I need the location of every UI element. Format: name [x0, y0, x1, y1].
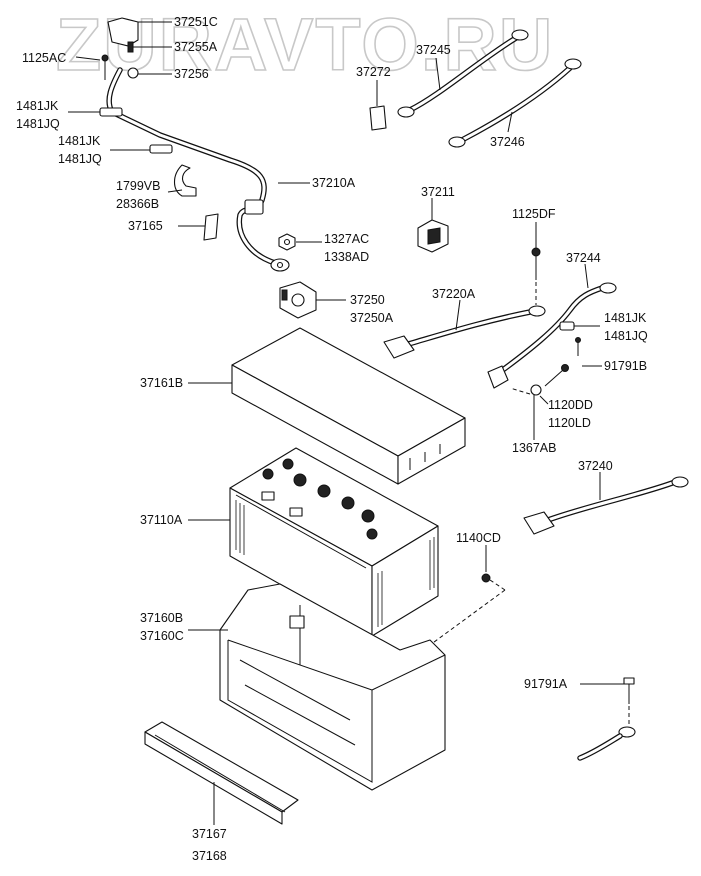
- label-1481jq-1: 1481JQ: [16, 117, 60, 131]
- label-37160c: 37160C: [140, 629, 184, 643]
- label-37250a: 37250A: [350, 311, 394, 325]
- fastener-group: [509, 337, 581, 396]
- label-37272: 37272: [356, 65, 391, 79]
- positive-cable-assembly: [99, 17, 296, 272]
- battery-37110a: [229, 447, 439, 637]
- label-37220a: 37220A: [432, 287, 476, 301]
- ground-strap-37246: [448, 58, 582, 148]
- label-37211: 37211: [421, 185, 455, 199]
- label-1327ac: 1327AC: [324, 232, 369, 246]
- nut-part: [127, 67, 139, 79]
- bolt-91791a: [577, 677, 636, 761]
- battery-cover-37161b: [231, 327, 466, 485]
- label-37161b: 37161B: [140, 376, 183, 390]
- terminal-cover-part: [107, 17, 139, 47]
- label-1481jk-2: 1481JK: [58, 134, 101, 148]
- label-37255a: 37255A: [174, 40, 218, 54]
- label-37210a: 37210A: [312, 176, 356, 190]
- ground-strap-37245: [397, 29, 529, 118]
- battery-cable-37244: [487, 282, 617, 389]
- label-1125ac: 1125AC: [22, 51, 66, 65]
- label-37168: 37168: [192, 849, 227, 863]
- label-1140cd: 1140CD: [456, 531, 501, 545]
- label-1338ad: 1338AD: [324, 250, 369, 264]
- label-91791a: 91791A: [524, 677, 568, 691]
- bolt-1125df: [531, 247, 541, 305]
- label-1481jq-2: 1481JQ: [58, 152, 102, 166]
- part-number-labels: 37251C 37255A 37256 1125AC 1481JK 1481JQ…: [16, 15, 648, 863]
- cable-clip-part: [173, 164, 197, 197]
- label-37246: 37246: [490, 135, 525, 149]
- label-37167: 37167: [192, 827, 227, 841]
- label-37110a: 37110A: [140, 513, 183, 527]
- bracket-part: [203, 213, 219, 241]
- label-1367ab: 1367AB: [512, 441, 556, 455]
- label-37165: 37165: [128, 219, 163, 233]
- battery-cable-37240: [523, 476, 689, 535]
- label-37250: 37250: [350, 293, 385, 307]
- label-37160b: 37160B: [140, 611, 183, 625]
- label-37251c: 37251C: [174, 15, 218, 29]
- label-1120dd: 1120DD: [548, 398, 593, 412]
- label-tag-37272: [369, 105, 387, 131]
- battery-terminal-clamp: [279, 281, 317, 319]
- bolt-1140cd: [429, 573, 506, 646]
- label-1481jq-3: 1481JQ: [604, 329, 648, 343]
- label-1481jk-1: 1481JK: [16, 99, 59, 113]
- battery-cable-37220a: [383, 305, 546, 359]
- label-37245: 37245: [416, 43, 451, 57]
- leader-lines: [68, 21, 624, 825]
- label-37240: 37240: [578, 459, 613, 473]
- label-37244: 37244: [566, 251, 601, 265]
- label-37256: 37256: [174, 67, 209, 81]
- watermark-text: ZURAVTO.RU: [56, 3, 554, 86]
- bolt-part: [127, 41, 134, 53]
- label-91791b: 91791B: [604, 359, 647, 373]
- label-28366b: 28366B: [116, 197, 159, 211]
- label-1120ld: 1120LD: [548, 416, 591, 430]
- cable-holder-37211: [417, 219, 449, 253]
- battery-tray-37160: [219, 583, 446, 791]
- mounting-bracket-37167: [144, 721, 299, 825]
- label-1125df: 1125DF: [512, 207, 556, 221]
- label-1481jk-3: 1481JK: [604, 311, 647, 325]
- label-1799vb: 1799VB: [116, 179, 160, 193]
